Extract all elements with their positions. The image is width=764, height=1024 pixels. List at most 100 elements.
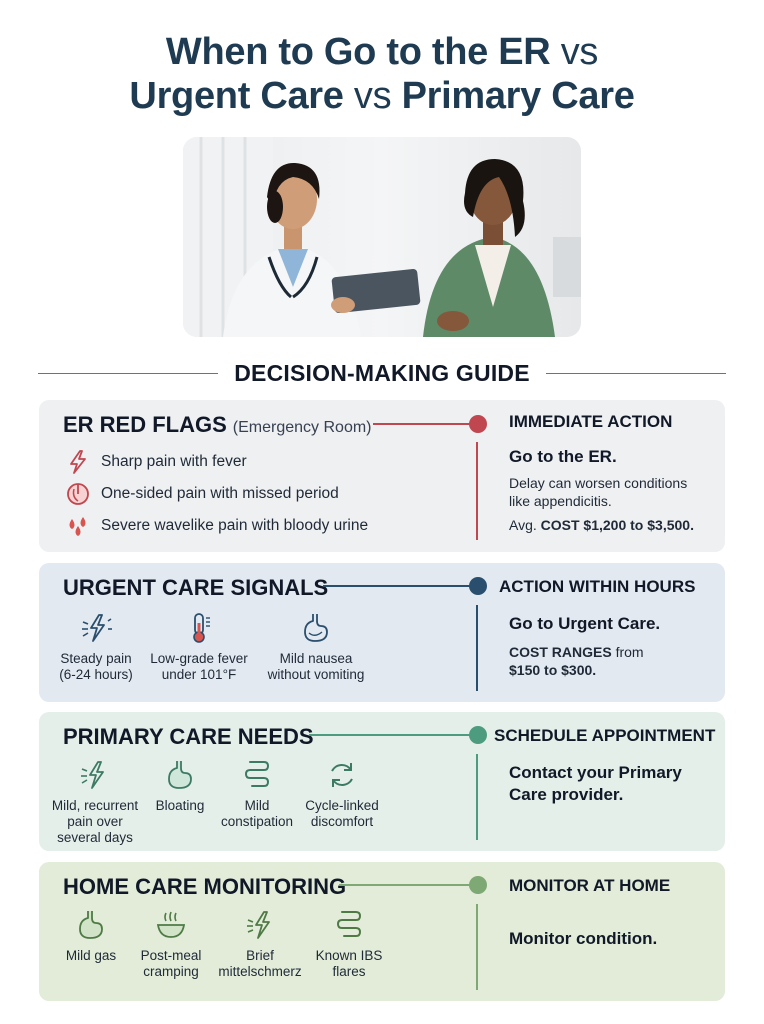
er-cost-prefix: Avg. [509, 517, 537, 533]
urgent-signal-item: Low-grade fever under 101°F [149, 611, 249, 683]
urgent-signal-line2: without vomiting [267, 667, 365, 682]
home-care-card: HOME CARE MONITORING Mild gas Post-meal … [39, 862, 725, 1001]
primary-need-line2: constipation [220, 814, 294, 829]
er-connector-line [373, 423, 475, 425]
urgent-action-main: Go to Urgent Care. [509, 614, 661, 633]
primary-need-line1: Mild, recurrent [51, 798, 139, 813]
home-item-line2: cramping [143, 964, 199, 979]
primary-care-card: PRIMARY CARE NEEDS Mild, recurrent pain … [39, 712, 725, 851]
home-item-line1: Brief [246, 948, 274, 963]
primary-need-item: Bloating [147, 758, 213, 814]
urgent-care-card: URGENT CARE SIGNALS Steady pain (6-24 ho… [39, 563, 725, 702]
er-action-note-2: like appendicitis. [509, 493, 612, 509]
lightning-icon [247, 911, 270, 939]
primary-action-heading: SCHEDULE APPOINTMENT [494, 726, 716, 745]
guide-title: DECISION-MAKING GUIDE [234, 359, 530, 386]
cycle-icon [331, 763, 353, 787]
title-primary-care: Primary Care [401, 75, 635, 117]
primary-need-line1: Cycle-linked [305, 798, 379, 813]
home-separator [476, 904, 478, 990]
er-separator [476, 442, 478, 540]
er-action-panel: IMMEDIATE ACTION Go to the ER. Delay can… [509, 412, 694, 534]
primary-need-line1: Bloating [155, 798, 205, 813]
primary-need-line3: several days [57, 830, 133, 845]
primary-connector-line [309, 734, 475, 736]
primary-heading: PRIMARY CARE NEEDS [63, 724, 314, 749]
primary-need-line1: Mild [244, 798, 270, 813]
urgent-signal-line2: (6-24 hours) [59, 667, 133, 682]
er-status-dot [469, 415, 487, 433]
divider-left [38, 372, 219, 374]
home-status-dot [469, 876, 487, 894]
er-cost-value: COST $1,200 to $3,500. [540, 517, 694, 533]
urgent-signal-line2: under 101°F [161, 667, 237, 682]
calendar-icon [67, 483, 89, 505]
title-urgent-care: Urgent Care [129, 75, 344, 117]
er-action-note-1: Delay can worsen conditions [509, 475, 688, 491]
home-item: Known IBS flares [307, 908, 391, 980]
urgent-cost-line1: COST RANGES from [509, 643, 695, 661]
urgent-signal-line1: Steady pain [60, 651, 132, 666]
home-item: Brief mittelschmerz [211, 908, 309, 980]
decision-guide-heading: DECISION-MAKING GUIDE [38, 355, 727, 391]
urgent-action-panel: ACTION WITHIN HOURS Go to Urgent Care. C… [499, 577, 695, 679]
title-line-1: When to Go to the ER vs [0, 30, 764, 74]
urgent-cost-label: COST RANGES [509, 644, 612, 660]
primary-need-item: Mild, recurrent pain over several days [45, 758, 145, 846]
urgent-signal-item: Steady pain (6-24 hours) [55, 611, 137, 683]
page-title: When to Go to the ER vs Urgent Care vs P… [0, 30, 764, 118]
home-item-line1: Known IBS [315, 948, 383, 963]
title-vs-1: vs [560, 31, 599, 73]
urgent-cost-line2: $150 to $300. [509, 661, 695, 679]
home-action-panel: MONITOR AT HOME Monitor condition. [509, 876, 670, 950]
home-item: Mild gas [53, 908, 129, 964]
home-item: Post-meal cramping [133, 908, 209, 980]
primary-status-dot [469, 726, 487, 744]
er-heading: ER RED FLAGS (Emergency Room) [63, 412, 372, 438]
home-item-line1: Post-meal [140, 948, 202, 963]
intestine-icon [244, 761, 270, 787]
primary-action-main-1: Contact your Primary [509, 763, 682, 782]
title-line-2: Urgent Care vs Primary Care [0, 74, 764, 118]
photo-illustration [183, 137, 581, 337]
urgent-status-dot [469, 577, 487, 595]
primary-need-line2: discomfort [310, 814, 374, 829]
er-action-main: Go to the ER. [509, 447, 617, 466]
pain-burst-icon [82, 614, 112, 642]
pain-burst-icon [81, 761, 104, 789]
er-cost: Avg. COST $1,200 to $3,500. [509, 516, 694, 534]
home-heading: HOME CARE MONITORING [63, 874, 347, 899]
primary-action-main-2: Care provider. [509, 785, 624, 804]
er-heading-text: ER RED FLAGS [63, 412, 227, 437]
stomach-icon [304, 614, 328, 642]
urgent-connector-line [323, 585, 475, 587]
home-item-line1: Mild gas [65, 948, 117, 963]
er-action-heading: IMMEDIATE ACTION [509, 412, 673, 431]
er-subheading: (Emergency Room) [232, 419, 372, 436]
bowl-icon [156, 911, 186, 938]
title-er: When to Go to the ER [165, 31, 551, 73]
er-flag-text: Severe wavelike pain with bloody urine [101, 517, 369, 534]
er-flag-text: Sharp pain with fever [101, 453, 247, 470]
doctor-patient-photo [183, 137, 581, 337]
stomach-icon [79, 911, 103, 939]
home-action-main: Monitor condition. [509, 929, 658, 948]
er-flag-item: One-sided pain with missed period [65, 481, 339, 507]
title-vs-2: vs [353, 75, 392, 117]
er-flag-item: Sharp pain with fever [65, 449, 247, 475]
primary-need-line2: pain over [67, 814, 123, 829]
urgent-signal-item: Mild nausea without vomiting [261, 611, 371, 683]
blood-drops-icon [69, 517, 86, 536]
home-action-heading: MONITOR AT HOME [509, 876, 671, 895]
home-item-line2: flares [332, 964, 366, 979]
primary-separator [476, 754, 478, 840]
urgent-heading: URGENT CARE SIGNALS [63, 575, 329, 600]
urgent-signal-line1: Low-grade fever [150, 651, 248, 666]
divider-right [545, 372, 727, 374]
home-item-line2: mittelschmerz [218, 964, 302, 979]
primary-need-item: Cycle-linked discomfort [297, 758, 387, 830]
home-connector-line [339, 884, 475, 886]
er-red-flags-card: ER RED FLAGS (Emergency Room) Sharp pain … [39, 400, 725, 552]
urgent-signal-line1: Mild nausea [279, 651, 353, 666]
thermometer-icon [193, 613, 210, 643]
